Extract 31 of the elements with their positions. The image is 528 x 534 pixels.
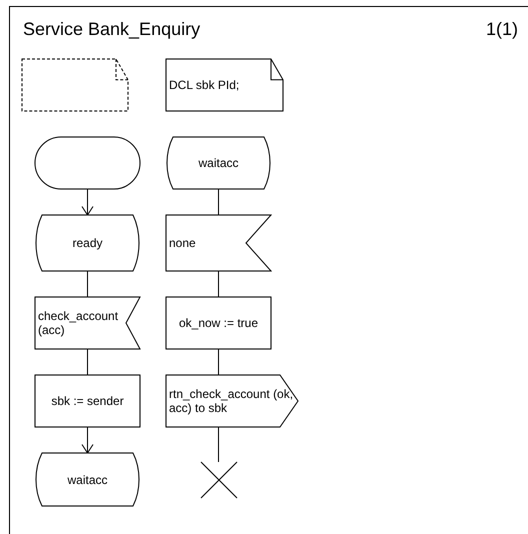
page-number: 1(1): [486, 19, 518, 40]
signal-name: rtn_check_account (ok, acc) to sbk: [168, 387, 294, 415]
flow-line: [218, 348, 219, 376]
flow-line: [218, 270, 219, 298]
input-symbol: [35, 297, 140, 349]
state-name: waitacc: [197, 156, 240, 170]
flow-line: [87, 270, 88, 298]
diagram-title: Service Bank_Enquiry: [23, 19, 200, 40]
signal-name: none: [168, 236, 197, 250]
signal-name: check_account (acc): [37, 309, 120, 337]
stop-symbol: [201, 462, 237, 498]
text-symbol: [166, 59, 283, 111]
task-symbol: [166, 297, 271, 349]
input-symbol: [166, 215, 271, 271]
start-symbol: [35, 137, 140, 189]
output-symbol: [166, 375, 298, 427]
state-name: ready: [71, 236, 104, 250]
flow-line: [218, 188, 219, 216]
state-symbol: [35, 215, 140, 271]
task-symbol: [35, 375, 140, 427]
state-name: waitacc: [66, 472, 108, 486]
note-text: DCL sbk PId;: [168, 78, 240, 92]
comment-symbol: [22, 59, 128, 111]
flow-line: [82, 426, 94, 454]
flow-line: [82, 188, 94, 216]
task-text: ok_now := true: [178, 316, 260, 330]
flow-line: [218, 426, 219, 462]
state-symbol: [35, 453, 140, 506]
state-symbol: [166, 137, 271, 189]
flow-line: [87, 348, 88, 376]
task-text: sbk := sender: [50, 394, 125, 408]
